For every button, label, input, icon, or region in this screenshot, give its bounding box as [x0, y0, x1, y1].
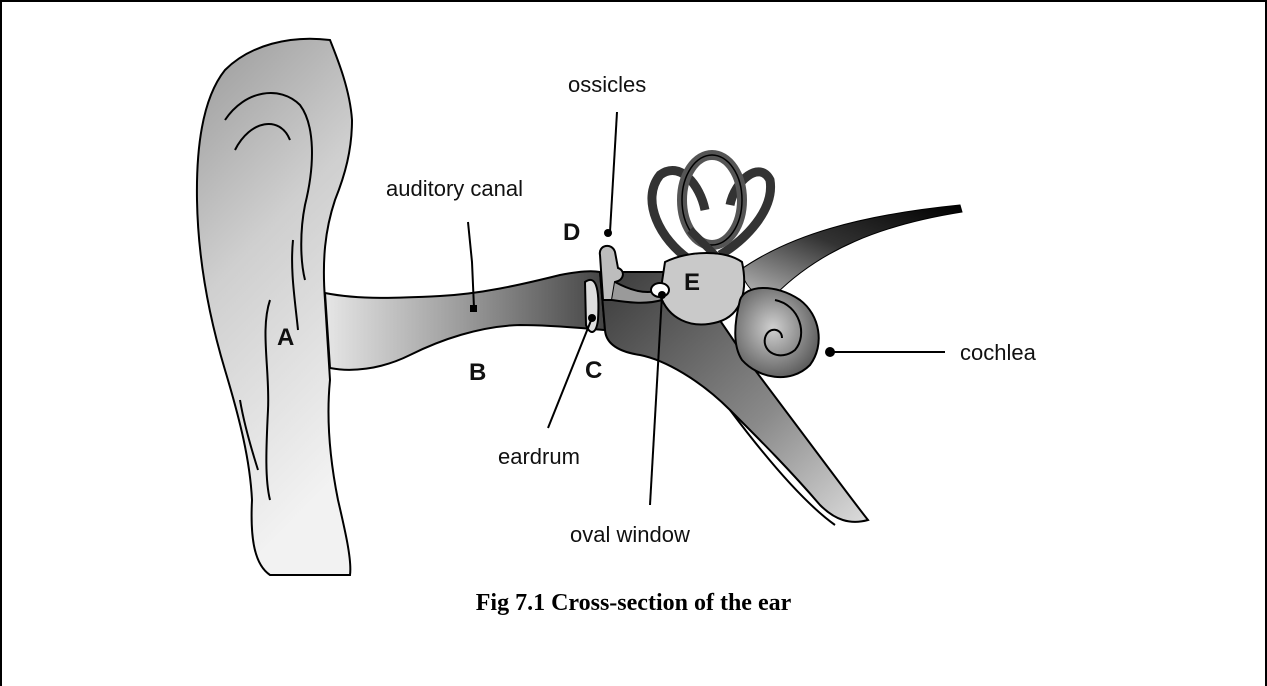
letter-c: C — [585, 357, 602, 384]
letter-a: A — [277, 324, 294, 351]
vestibule-shape — [660, 253, 744, 324]
figure-caption: Fig 7.1 Cross-section of the ear — [0, 590, 1267, 617]
auditory-nerve-shape — [740, 205, 962, 296]
letter-d: D — [563, 219, 580, 246]
label-auditory-canal: auditory canal — [386, 176, 523, 201]
label-oval-window: oval window — [570, 522, 690, 547]
label-ossicles: ossicles — [568, 72, 646, 97]
auditory-canal-shape — [325, 271, 605, 370]
letter-b: B — [469, 359, 486, 386]
letter-e: E — [684, 269, 700, 296]
cochlea-shape — [735, 288, 818, 377]
label-eardrum: eardrum — [498, 444, 580, 469]
label-cochlea: cochlea — [960, 340, 1037, 365]
eardrum-shape — [585, 280, 598, 332]
